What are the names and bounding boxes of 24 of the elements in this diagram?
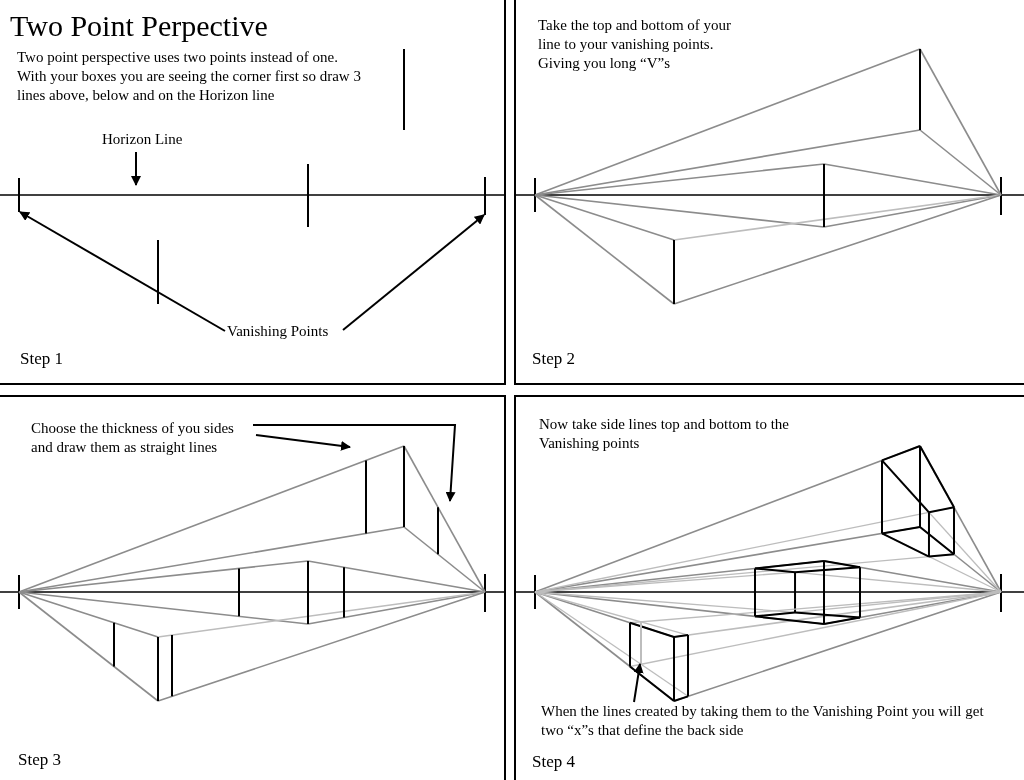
title: Two Point Perpective xyxy=(10,8,268,44)
step-panel xyxy=(0,0,506,385)
pointer-arrow xyxy=(342,214,485,331)
pointer-arrow xyxy=(252,424,457,502)
annotation-text: Choose the thickness of you sides and draw them as straight lines xyxy=(31,419,253,457)
pointer-arrow xyxy=(19,211,226,332)
step-label: Step 3 xyxy=(18,749,61,771)
instruction-text: Now take side lines top and bottom to the Vanishing points xyxy=(539,415,790,453)
step-panel xyxy=(0,395,506,780)
step-panel xyxy=(514,0,1024,385)
annotation-text: Vanishing Points xyxy=(227,322,329,341)
vanishing-point-mark xyxy=(18,178,20,212)
instruction-text: Take the top and bottom of your line to your vanishing points. Giving you long “V”s xyxy=(538,16,733,73)
instruction-text: Two point perspective uses two points instead of one. With your boxes you are seeing the corner first so draw 3 lines above, below and on the Horizon line xyxy=(17,48,362,105)
pointer-arrow xyxy=(633,663,644,703)
step-label: Step 2 xyxy=(532,348,575,370)
step-panel xyxy=(514,395,1024,780)
pointer-arrow xyxy=(131,151,141,186)
annotation-text: When the lines created by taking them to the Vanishing Point you will get two “x”s that define the back side xyxy=(541,702,993,740)
step-label: Step 4 xyxy=(532,751,575,773)
pointer-arrow xyxy=(255,434,351,451)
annotation-text: Horizon Line xyxy=(102,130,183,149)
vanishing-point-mark xyxy=(484,177,486,215)
step-label: Step 1 xyxy=(20,348,63,370)
